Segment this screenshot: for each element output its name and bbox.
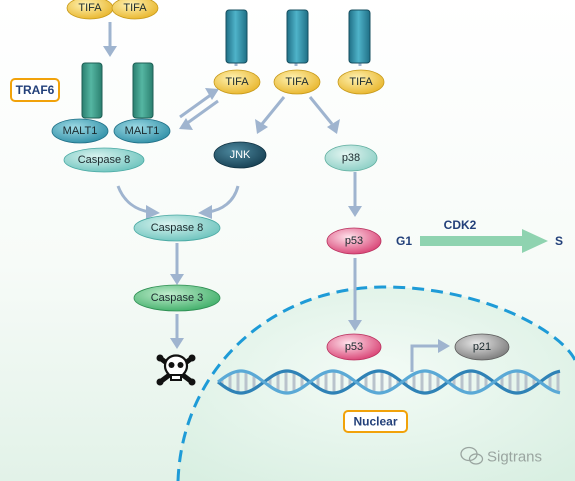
traf6-label: TRAF6: [16, 83, 55, 97]
receptor-2: [286, 9, 309, 64]
watermark: Sigtrans: [460, 446, 542, 466]
s-phase-label: S: [555, 234, 563, 248]
tifa-top-2-label: TIFA: [123, 2, 147, 14]
arrowhead: [146, 205, 160, 219]
arrowhead: [438, 339, 450, 353]
p21: p21: [454, 333, 510, 361]
receptor-1: [225, 9, 248, 64]
tifa-row-3-label: TIFA: [349, 76, 373, 88]
malt1-left: MALT1: [51, 118, 109, 144]
arrowhead: [205, 88, 219, 100]
p53-lower: p53: [326, 333, 382, 361]
caspase8-lower: Caspase 8: [133, 214, 221, 242]
tifa-row-3: TIFA: [337, 69, 385, 95]
dna-strand-a: [217, 369, 561, 395]
traf6-receptor-right: [132, 62, 154, 119]
nuclear-box: Nuclear: [343, 410, 408, 433]
arrow-malt1-tifa-a: [179, 92, 213, 119]
traf6-box: TRAF6: [10, 78, 60, 102]
g1-label: G1: [396, 234, 412, 248]
arrowhead: [327, 119, 340, 134]
watermark-text: Sigtrans: [487, 449, 542, 466]
tifa-top-1-label: TIFA: [78, 2, 102, 14]
arrowhead: [170, 274, 184, 285]
wechat-icon: [460, 446, 484, 465]
arrow-transcription-p21: [410, 344, 440, 372]
arrowhead: [198, 205, 212, 219]
p38-label: p38: [342, 152, 360, 164]
p53-lower-label: p53: [345, 341, 363, 353]
malt1-right: MALT1: [113, 118, 171, 144]
receptor-group-tifa: [225, 9, 371, 64]
jnk: JNK: [213, 141, 267, 169]
arrow-tifa-to-p38: [308, 96, 334, 125]
p38: p38: [324, 144, 378, 172]
nuclear-label: Nuclear: [353, 415, 397, 429]
p53-upper: p53: [326, 227, 382, 255]
arrowhead: [179, 118, 193, 130]
tifa-row-2-label: TIFA: [285, 76, 309, 88]
dna-helix: [217, 369, 561, 395]
traf6-receptor-left: [81, 62, 103, 119]
arrowhead: [103, 46, 117, 57]
arrow-malt1-tifa-b: [185, 99, 219, 126]
p53-upper-label: p53: [345, 235, 363, 247]
malt1-right-label: MALT1: [125, 125, 160, 137]
nucleus-membrane: [176, 285, 575, 481]
p21-label: p21: [473, 341, 491, 353]
tifa-row-1: TIFA: [213, 69, 261, 95]
receptor-group-traf6: [81, 62, 154, 119]
dna-strand-b: [217, 369, 561, 395]
caspase8-upper-label: Caspase 8: [78, 154, 131, 166]
arrows: [103, 22, 548, 372]
tifa-top-2: TIFA: [111, 0, 159, 20]
caspase3-label: Caspase 3: [151, 292, 204, 304]
receptor-3: [348, 9, 371, 64]
tifa-top-1: TIFA: [66, 0, 114, 20]
caspase8-lower-label: Caspase 8: [151, 222, 204, 234]
skull-crossbones-icon: [156, 354, 196, 386]
arrowhead: [170, 338, 184, 349]
arrowhead: [348, 206, 362, 217]
malt1-left-label: MALT1: [63, 125, 98, 137]
jnk-label: JNK: [230, 149, 251, 161]
arrow-g1-to-s-cdk2: [420, 229, 548, 253]
caspase3: Caspase 3: [133, 284, 221, 312]
arrowhead: [348, 320, 362, 331]
tifa-row-1-label: TIFA: [225, 76, 249, 88]
tifa-row-2: TIFA: [273, 69, 321, 95]
arrowhead: [255, 119, 268, 134]
arrow-tifa-to-jnk: [260, 96, 286, 125]
cdk2-label: CDK2: [444, 218, 477, 232]
caspase8-upper: Caspase 8: [63, 147, 145, 173]
